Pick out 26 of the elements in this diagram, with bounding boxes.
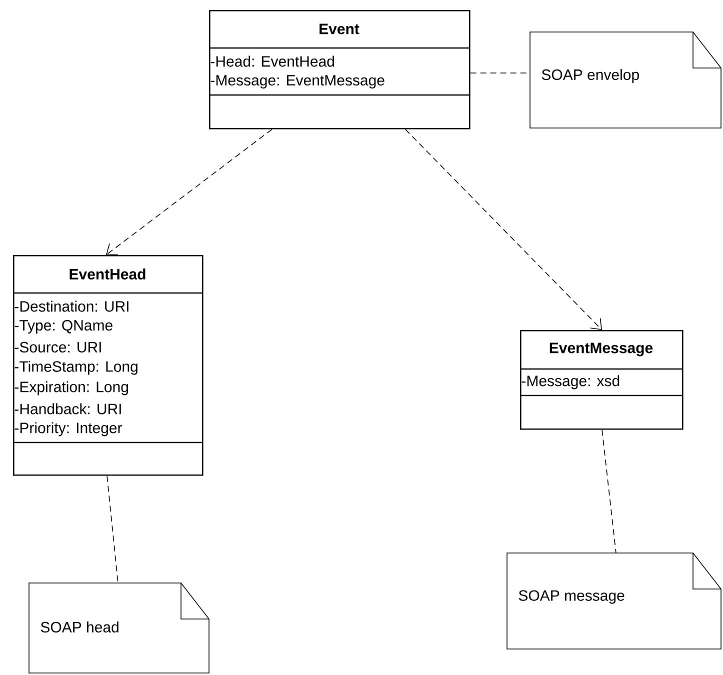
class-name: EventMessage <box>550 342 653 356</box>
note-box <box>28 582 210 674</box>
connector-line <box>106 475 118 584</box>
attribute-text: -Destination: URI <box>14 300 128 312</box>
arrow <box>404 128 602 330</box>
note-box <box>506 552 722 650</box>
attribute-text: -Priority: Integer <box>14 422 122 436</box>
class-name: Event <box>320 24 360 34</box>
class-box <box>209 10 470 130</box>
attribute-text: -Type: QName <box>14 320 112 334</box>
attribute-text: -Source: URI <box>14 342 101 352</box>
note-text: SOAP envelop <box>542 69 639 83</box>
attribute-text: -Message: xsd <box>522 375 620 390</box>
note-text: SOAP message <box>518 590 624 604</box>
arrow <box>106 128 272 256</box>
attribute-text: -Head: EventHead <box>210 56 334 67</box>
class-box <box>520 330 684 430</box>
note-text: SOAP head <box>40 622 118 632</box>
class-box <box>13 255 204 476</box>
attribute-text: -TimeStamp: Long <box>14 360 138 375</box>
connector-line <box>602 429 616 554</box>
attribute-text: -Message: EventMessage <box>210 75 384 88</box>
class-name: EventHead <box>70 268 146 280</box>
attribute-text: -Handback: URI <box>14 403 121 414</box>
attribute-text: -Expiration: Long <box>14 381 128 396</box>
note-box <box>530 32 722 128</box>
